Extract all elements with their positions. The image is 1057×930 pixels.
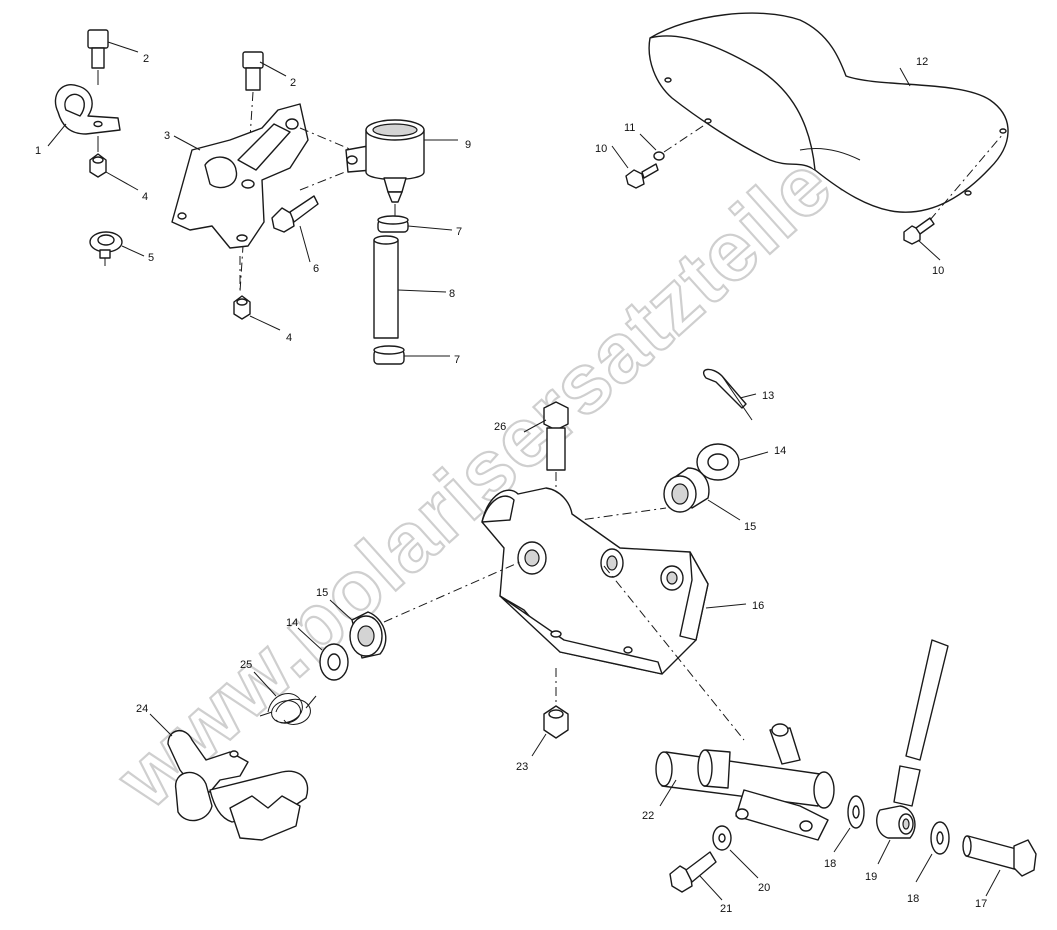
callout-18-right: 18 [907,893,919,905]
callout-13: 13 [762,390,774,402]
callout-18-left: 18 [824,858,836,870]
part-18-washer-left [847,795,865,829]
part-13-cotter-pin [703,368,753,421]
part-17-bolt [962,835,1037,877]
part-18-washer-right [930,821,950,855]
callout-12: 12 [916,56,928,68]
part-10-screw-right [903,133,1004,245]
callout-25: 25 [240,659,252,671]
callout-9: 9 [465,139,471,151]
part-21-bolt [669,851,717,893]
part-14-washer-upper [696,443,740,481]
part-5-hose-clip [89,231,123,266]
part-2-bolt-left [87,29,109,85]
callout-labels: 1 2 2 3 4 4 5 6 7 7 8 9 10 10 11 12 13 1… [35,53,987,915]
callout-8: 8 [449,288,455,300]
part-1-clamp [54,83,121,135]
callout-15-left: 15 [316,587,328,599]
callout-10-right: 10 [932,265,944,277]
callout-14-left: 14 [286,617,298,629]
part-22-shaft [603,565,835,841]
callout-22: 22 [642,810,654,822]
part-11-washer [653,123,707,161]
callout-16: 16 [752,600,764,612]
leader-lines [47,41,1001,901]
part-23-nut [543,668,569,739]
callout-20: 20 [758,882,770,894]
callout-4-upper: 4 [142,191,148,203]
callout-15-upper: 15 [744,521,756,533]
callout-26: 26 [494,421,506,433]
callout-6: 6 [313,263,319,275]
part-12-cover [648,12,1009,213]
part-24-lever [167,730,309,841]
part-9-master-cylinder [345,119,425,216]
part-3-master-cylinder-bracket [171,103,309,249]
part-16-main-bracket [481,487,709,675]
part-4-nut-upper [89,136,107,178]
part-10-screw-left [625,163,659,189]
part-7-hose-clamp-upper [377,215,409,233]
part-25-spring [259,693,317,725]
callout-21: 21 [720,903,732,915]
part-15-bushing-left [349,611,387,659]
callout-2-left: 2 [143,53,149,65]
callout-2-center: 2 [290,77,296,89]
part-20-washer [712,825,732,851]
callout-19: 19 [865,871,877,883]
part-15-bushing-upper [663,467,710,513]
callout-5: 5 [148,252,154,264]
callout-11: 11 [624,122,635,134]
callout-17: 17 [975,898,987,910]
callout-7-lower: 7 [454,354,460,366]
part-4-nut-lower [233,256,251,320]
callout-14-upper: 14 [774,445,786,457]
part-7-hose-clamp-lower [373,345,405,365]
callout-1: 1 [35,145,41,157]
part-6-bolt [271,195,319,233]
part-8-hose [373,235,399,339]
part-14-washer-left [319,643,349,681]
part-19-rod-end [876,639,949,839]
callout-7-upper: 7 [456,226,462,238]
callout-4-lower: 4 [286,332,292,344]
callout-10-left: 10 [595,143,607,155]
callout-23: 23 [516,761,528,773]
callout-24: 24 [136,703,148,715]
callout-3: 3 [164,130,170,142]
